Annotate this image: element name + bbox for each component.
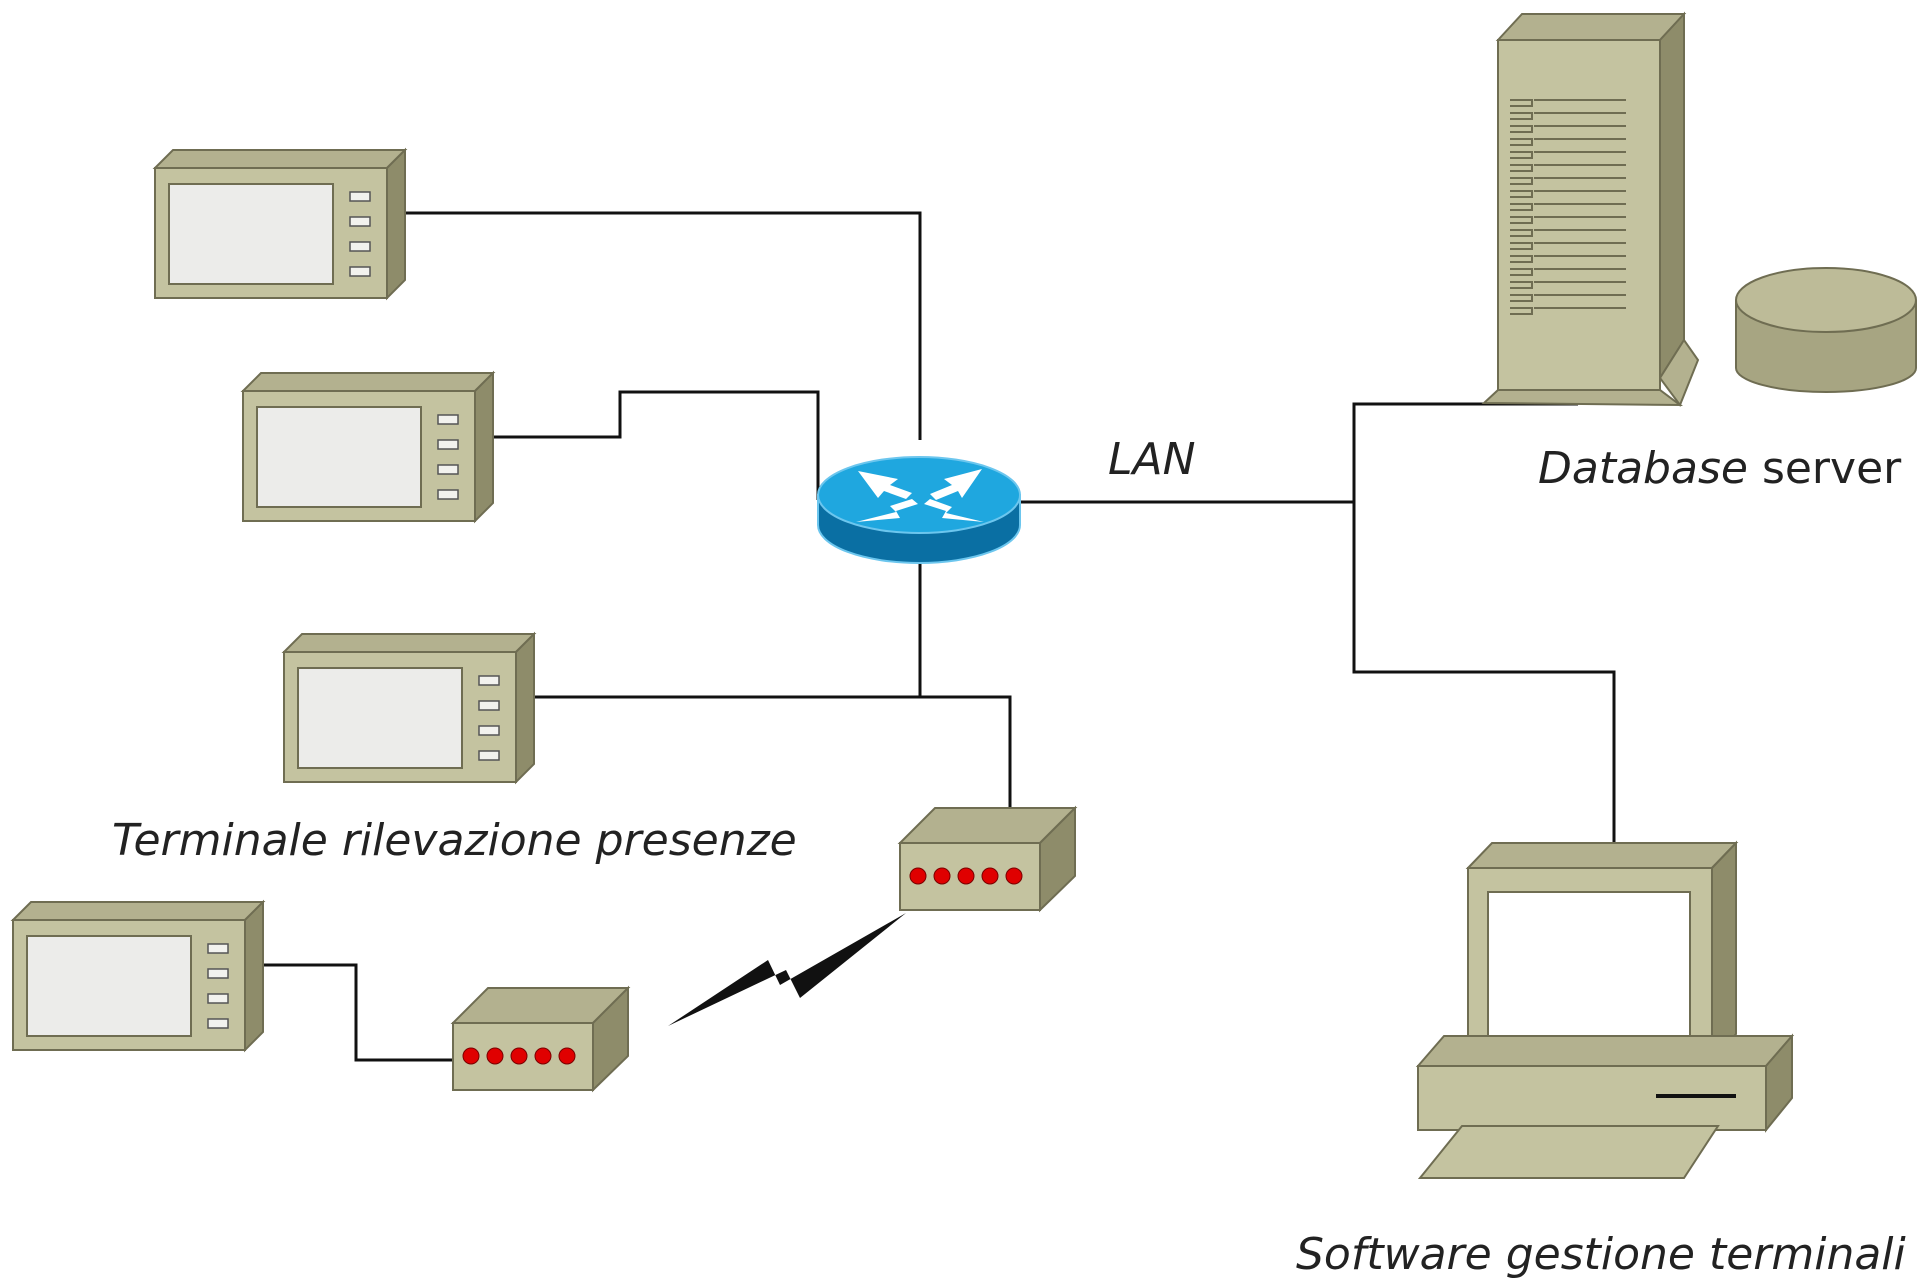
wire-terminal-3 bbox=[530, 695, 1012, 808]
server-slot bbox=[1510, 177, 1533, 185]
database-server-label-italic: Database bbox=[1538, 443, 1748, 494]
server-slot bbox=[1510, 138, 1533, 146]
terminal-device-3 bbox=[283, 633, 535, 783]
database-server-label-plain: server bbox=[1748, 443, 1902, 494]
server-slot bbox=[1510, 268, 1533, 276]
server-slot bbox=[1510, 112, 1533, 120]
server-slot bbox=[1510, 164, 1533, 172]
terminal-label: Terminale rilevazione presenze bbox=[112, 815, 797, 866]
wire-pc bbox=[1352, 502, 1616, 843]
server-slot bbox=[1510, 190, 1533, 198]
wire-terminal-1 bbox=[402, 211, 922, 440]
pc-workstation-icon bbox=[1415, 840, 1795, 1179]
server-slot bbox=[1510, 281, 1533, 289]
server-slot bbox=[1510, 125, 1533, 133]
server-slot bbox=[1510, 242, 1533, 250]
wire-terminal-4 bbox=[258, 963, 452, 1062]
server-slot bbox=[1510, 151, 1533, 159]
software-label: Software gestione terminali bbox=[1296, 1229, 1907, 1279]
server-slot bbox=[1510, 229, 1533, 237]
server-slot bbox=[1510, 255, 1533, 263]
database-server-icon bbox=[1481, 11, 1700, 408]
server-slot bbox=[1510, 203, 1533, 211]
terminal-device-4 bbox=[12, 901, 264, 1051]
server-slot bbox=[1510, 294, 1533, 302]
terminal-device-2 bbox=[242, 372, 494, 522]
modem-device-1 bbox=[899, 807, 1076, 911]
lan-label: LAN bbox=[1108, 434, 1196, 485]
wireless-link-icon bbox=[668, 913, 906, 1026]
terminal-device-1 bbox=[154, 149, 406, 299]
wire-terminal-2 bbox=[488, 390, 820, 500]
server-slot bbox=[1510, 307, 1533, 315]
server-slot bbox=[1510, 216, 1533, 224]
database-cylinder-icon bbox=[1735, 267, 1917, 393]
server-slot bbox=[1510, 99, 1533, 107]
database-server-label: Database server bbox=[1538, 443, 1902, 494]
modem-device-2 bbox=[452, 987, 629, 1091]
router-icon bbox=[817, 456, 1021, 564]
connection-lines bbox=[258, 211, 1616, 1062]
